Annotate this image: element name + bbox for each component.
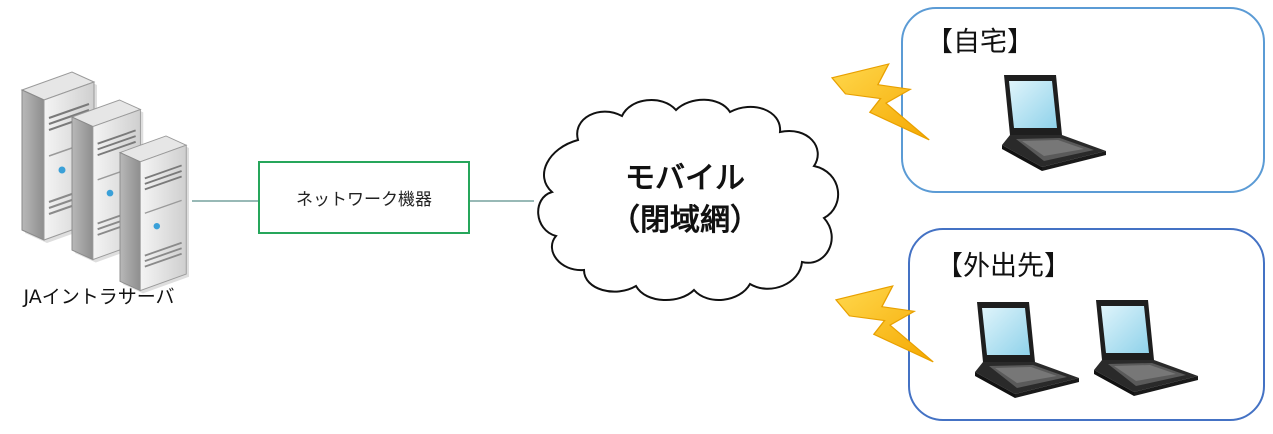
cloud-label-line1: モバイル	[625, 161, 745, 196]
cloud-label: モバイル （閉域網）	[570, 158, 800, 242]
outside-title: 【外出先】	[936, 251, 1071, 282]
cloud-label-line2: （閉域網）	[610, 203, 760, 238]
cloud-shape	[537, 98, 840, 302]
server-label: JAイントラサーバ	[23, 286, 175, 308]
server-cluster-icon	[21, 71, 190, 295]
network-device-label: ネットワーク機器	[296, 190, 432, 210]
home-title: 【自宅】	[926, 27, 1034, 58]
home-box	[901, 7, 1265, 193]
network-device-box: ネットワーク機器	[258, 161, 470, 234]
